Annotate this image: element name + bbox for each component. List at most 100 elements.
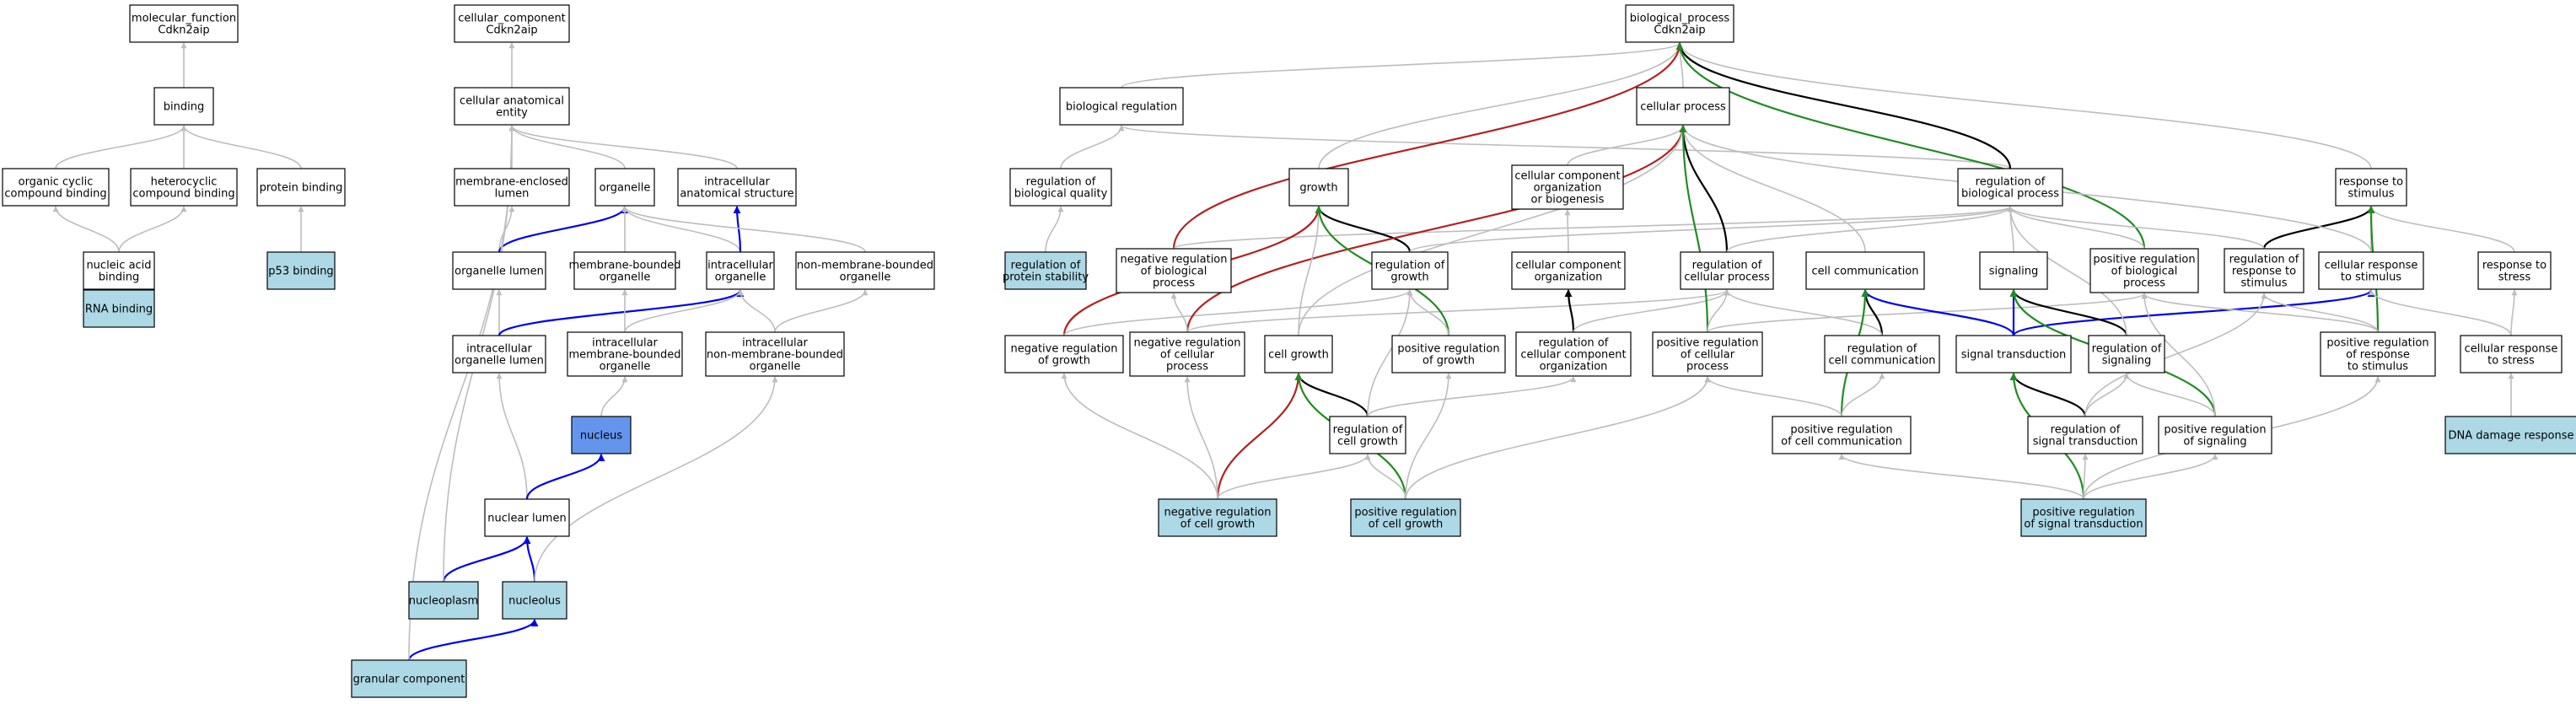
node-label-line: binding: [99, 271, 139, 284]
node-signaling[interactable]: signaling: [1979, 251, 2048, 290]
node-box: [2158, 416, 2272, 454]
node-cell-growth[interactable]: cell growth: [1264, 335, 1333, 373]
node-label-line: of cell growth: [1369, 519, 1443, 531]
edge-neg-reg-cell-proc-to-reg-cell-proc: [1186, 289, 1730, 333]
node-sig-trans[interactable]: signal transduction: [1955, 335, 2072, 373]
edge-reg-bio-proc-to-bp-root: [1675, 42, 2012, 169]
node-label-line: organelle: [600, 271, 651, 284]
node-bio-reg[interactable]: biological regulation: [1059, 87, 1184, 126]
node-label-line: cellular process: [1640, 101, 1726, 114]
node-nucleolus[interactable]: nucleolus: [502, 581, 567, 620]
node-org-lumen[interactable]: organelle lumen: [452, 251, 546, 290]
node-cell-comm[interactable]: cell communication: [1805, 251, 1925, 290]
node-label-line: intracellular: [592, 337, 658, 350]
node-dna-damage[interactable]: DNA damage response: [2444, 416, 2576, 454]
node-nucleoplasm[interactable]: nucleoplasm: [408, 581, 479, 620]
node-granular[interactable]: granular component: [351, 659, 467, 698]
node-box: [1158, 498, 1277, 537]
node-protein-binding[interactable]: protein binding: [256, 168, 346, 207]
node-intra-nonmem-org[interactable]: intracellularnon-membrane-boundedorganel…: [705, 331, 845, 377]
node-label-line: negative regulation: [1120, 254, 1227, 266]
node-box: [1636, 87, 1730, 126]
edge-reg-cell-proc-to-reg-bio-proc: [1726, 206, 2014, 253]
node-label-line: cellular anatomical: [460, 95, 564, 108]
node-label-line: organic cyclic: [19, 176, 94, 189]
edge-nuc-lumen-to-intra-org-lumen: [496, 373, 528, 500]
node-p53-binding[interactable]: p53 binding: [266, 251, 336, 290]
node-box: [2224, 248, 2304, 293]
edge-nucleic-acid-to-heterocyclic: [118, 206, 187, 253]
node-label-line: regulation of: [1375, 260, 1445, 272]
node-binding[interactable]: binding: [153, 87, 214, 126]
node-box: [594, 168, 655, 207]
node-label-line: membrane-enclosed: [455, 176, 568, 189]
node-box: [2460, 335, 2563, 373]
node-label-line: membrane-bounded: [568, 260, 680, 272]
node-label-line: organelle: [600, 182, 651, 195]
node-nuc-lumen[interactable]: nuclear lumen: [484, 498, 570, 537]
node-organelle[interactable]: organelle: [594, 168, 655, 207]
edge-pos-reg-cell-proc-to-cell-proc: [1679, 125, 1709, 333]
node-growth[interactable]: growth: [1288, 168, 1349, 207]
node-box: [2020, 498, 2147, 537]
edge-reg-sig-trans-to-reg-signaling: [2084, 373, 2130, 417]
edge-pos-reg-growth-to-reg-growth: [1406, 289, 1449, 336]
node-label-line: stimulus: [2240, 277, 2287, 290]
node-label-line: regulation of: [2051, 424, 2121, 437]
node-cell-proc[interactable]: cellular process: [1636, 87, 1730, 126]
node-rna-binding[interactable]: RNA binding: [83, 289, 155, 328]
edge-pos-reg-cell-growth-to-reg-cell-growth: [1364, 454, 1406, 500]
node-box: [1329, 416, 1406, 454]
edge-nucleus-to-intra-mem-org: [600, 376, 628, 417]
node-label-line: stress: [2498, 271, 2531, 284]
node-label-line: response to: [2482, 260, 2546, 272]
node-box: [573, 251, 676, 290]
node-box: [1652, 331, 1763, 377]
node-nucleus[interactable]: nucleus: [571, 416, 632, 454]
node-box: [1009, 168, 1112, 207]
